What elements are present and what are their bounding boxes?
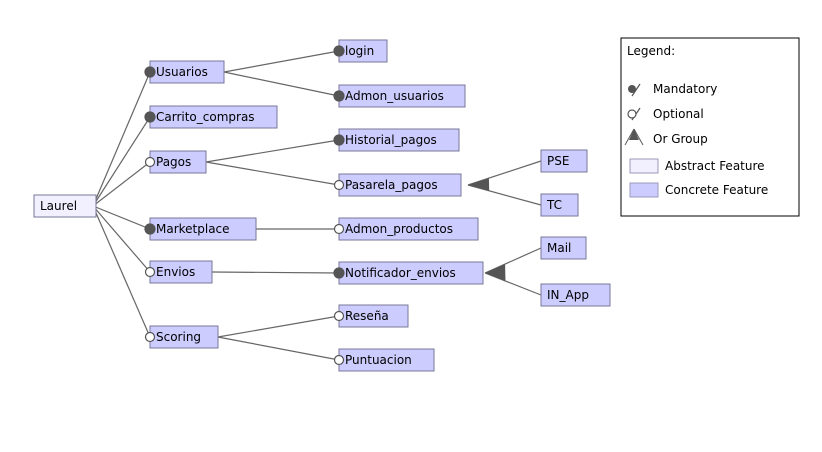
- legend-item-optional: Optional: [653, 107, 704, 121]
- feature-node-pse[interactable]: PSE: [540, 149, 588, 173]
- feature-label-laurel: Laurel: [40, 199, 77, 213]
- feature-box-tc: [540, 193, 579, 217]
- legend-title: Legend:: [627, 44, 675, 58]
- optional-dot-pasarela_pagos: [333, 179, 345, 191]
- feature-node-tc[interactable]: TC: [540, 193, 579, 217]
- mandatory-dot-carrito: [144, 111, 156, 123]
- feature-box-mail: [540, 236, 587, 260]
- relation-markers: [144, 45, 345, 366]
- feature-label-puntuacion: Puntuacion: [345, 353, 412, 367]
- legend-abstract-swatch: [629, 158, 659, 174]
- mandatory-dot-usuarios: [144, 66, 156, 78]
- edge-laurel-envios: [92, 205, 151, 273]
- legend-optional-dot: [627, 109, 637, 119]
- diagram-nodes: Laurel UsuariosCarrito_comprasPagosMarket…: [33, 39, 611, 372]
- feature-label-login: login: [345, 44, 374, 58]
- edge-usuarios-login: [223, 50, 340, 73]
- edge-laurel-usuarios: [92, 71, 151, 207]
- feature-node-admon_usuarios[interactable]: Admon_usuarios: [338, 84, 466, 108]
- feature-label-mail: Mail: [547, 241, 571, 255]
- feature-node-pasarela_pagos[interactable]: Pasarela_pagos: [338, 173, 462, 197]
- legend-item-or-group: Or Group: [653, 132, 708, 146]
- mandatory-dot-marketplace: [144, 223, 156, 235]
- legend-mandatory-dot: [628, 85, 636, 93]
- feature-node-puntuacion[interactable]: Puntuacion: [338, 348, 435, 372]
- feature-label-envios: Envios: [156, 265, 195, 279]
- edge-pagos-pasarela_pagos: [205, 161, 340, 186]
- feature-label-marketplace: Marketplace: [156, 222, 230, 236]
- feature-box-pse: [540, 149, 588, 173]
- feature-node-envios[interactable]: Envios: [149, 260, 213, 284]
- mandatory-dot-login: [333, 45, 345, 57]
- feature-node-pagos[interactable]: Pagos: [149, 150, 207, 174]
- feature-node-marketplace[interactable]: Marketplace: [149, 217, 257, 241]
- feature-node-mail[interactable]: Mail: [540, 236, 587, 260]
- feature-label-pasarela_pagos: Pasarela_pagos: [345, 178, 438, 192]
- diagram-edges: [92, 50, 542, 361]
- optional-dot-admon_productos: [333, 223, 345, 235]
- feature-label-usuarios: Usuarios: [156, 65, 208, 79]
- feature-label-admon_productos: Admon_productos: [345, 222, 453, 236]
- feature-label-pagos: Pagos: [156, 155, 191, 169]
- optional-dot-envios: [144, 266, 156, 278]
- feature-label-carrito: Carrito_compras: [156, 110, 255, 124]
- mandatory-dot-notificador_envios: [333, 267, 345, 279]
- feature-node-usuarios[interactable]: Usuarios: [149, 60, 225, 84]
- feature-node-in_app[interactable]: IN_App: [540, 283, 611, 307]
- legend: Legend: Mandatory Optional Or Group Abst…: [620, 37, 800, 217]
- edge-laurel-scoring: [92, 205, 151, 338]
- mandatory-dot-admon_usuarios: [333, 90, 345, 102]
- feature-box-laurel: [33, 194, 97, 218]
- edge-scoring-puntuacion: [217, 336, 340, 361]
- edge-scoring-resena: [217, 315, 340, 338]
- optional-dot-scoring: [144, 331, 156, 343]
- edge-pagos-historial_pagos: [205, 139, 340, 163]
- legend-or-line-left: [624, 128, 635, 146]
- feature-node-scoring[interactable]: Scoring: [149, 325, 219, 349]
- edge-pasarela_pagos-pse: [467, 160, 542, 186]
- legend-or-line-right: [633, 128, 644, 146]
- feature-node-carrito[interactable]: Carrito_compras: [149, 105, 278, 129]
- feature-node-resena[interactable]: Reseña: [338, 304, 409, 328]
- feature-label-scoring: Scoring: [156, 330, 201, 344]
- optional-dot-puntuacion: [333, 354, 345, 366]
- mandatory-dot-historial_pagos: [333, 134, 345, 146]
- edge-laurel-pagos: [92, 161, 151, 207]
- edge-laurel-carrito: [92, 116, 151, 207]
- feature-label-pse: PSE: [547, 154, 569, 168]
- feature-label-notificador_envios: Notificador_envios: [345, 266, 456, 280]
- legend-mandatory-line: [631, 83, 641, 97]
- or-group-pasarela_pagos: [468, 178, 490, 191]
- feature-label-resena: Reseña: [345, 309, 389, 323]
- feature-node-login[interactable]: login: [338, 39, 388, 63]
- feature-node-notificador_envios[interactable]: Notificador_envios: [338, 261, 484, 285]
- legend-item-abstract: Abstract Feature: [665, 159, 765, 173]
- legend-item-mandatory: Mandatory: [653, 82, 717, 96]
- feature-label-historial_pagos: Historial_pagos: [345, 133, 437, 147]
- feature-label-admon_usuarios: Admon_usuarios: [345, 89, 444, 103]
- or-group-notificador_envios: [485, 264, 506, 282]
- feature-label-tc: TC: [546, 198, 562, 212]
- legend-concrete-swatch: [629, 182, 659, 198]
- feature-node-admon_productos[interactable]: Admon_productos: [338, 217, 479, 241]
- feature-node-historial_pagos[interactable]: Historial_pagos: [338, 128, 460, 152]
- feature-box-in_app: [540, 283, 611, 307]
- optional-dot-resena: [333, 310, 345, 322]
- edge-usuarios-admon_usuarios: [223, 71, 340, 97]
- or-group-markers: [468, 178, 506, 282]
- legend-item-concrete: Concrete Feature: [665, 183, 768, 197]
- edge-envios-notificador_envios: [211, 271, 340, 274]
- optional-dot-pagos: [144, 156, 156, 168]
- legend-or-triangle: [629, 129, 639, 140]
- edge-laurel-marketplace: [92, 205, 151, 230]
- feature-label-in_app: IN_App: [547, 288, 589, 302]
- feature-node-laurel[interactable]: Laurel: [33, 194, 97, 218]
